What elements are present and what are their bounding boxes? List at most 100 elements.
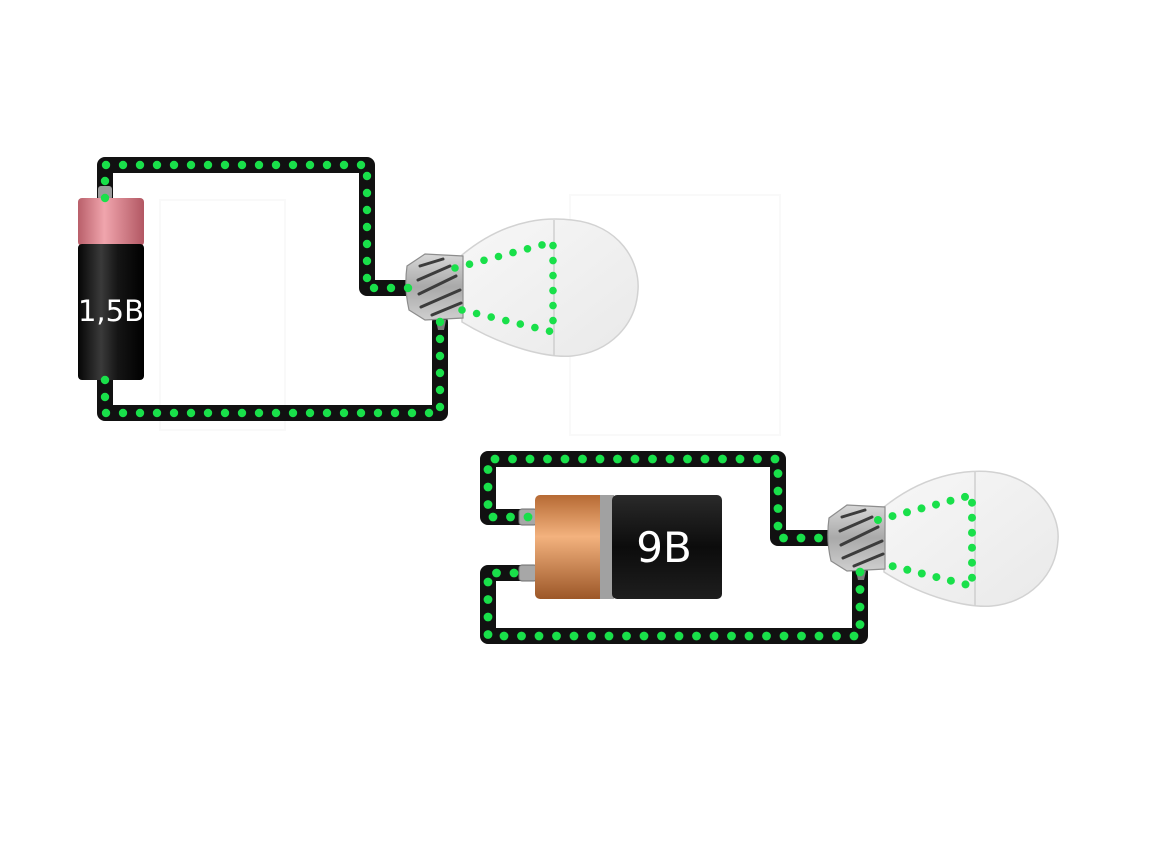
current-dot: [362, 188, 372, 198]
current-dot: [773, 486, 783, 496]
current-dot: [692, 631, 701, 641]
current-dot: [509, 248, 517, 257]
current-dot: [483, 482, 493, 492]
current-dot: [946, 496, 955, 505]
current-dot: [118, 160, 128, 170]
current-dot: [968, 558, 976, 567]
current-dot: [549, 316, 557, 325]
current-dot: [549, 286, 557, 295]
current-dot: [339, 160, 349, 170]
current-dot: [435, 351, 445, 361]
current-dot: [362, 171, 372, 181]
current-dot: [288, 408, 298, 418]
current-dot: [874, 516, 882, 524]
current-dot: [770, 454, 780, 464]
current-dot: [305, 160, 315, 170]
current-dot: [968, 573, 976, 582]
current-dot: [483, 577, 493, 587]
current-dot: [435, 402, 445, 412]
current-dot: [888, 512, 897, 521]
current-dot: [100, 392, 110, 402]
current-dot: [101, 408, 111, 418]
current-dot: [832, 631, 841, 641]
current-dot: [509, 568, 519, 578]
current-dot: [435, 334, 445, 344]
current-dot: [305, 408, 315, 418]
current-dot: [373, 408, 383, 418]
current-dot: [855, 602, 865, 612]
current-dot: [595, 454, 605, 464]
current-dot: [494, 252, 503, 261]
current-dot: [403, 283, 413, 293]
current-dot: [657, 631, 666, 641]
current-dot: [237, 160, 247, 170]
current-dot: [488, 512, 498, 522]
current-dot: [538, 241, 546, 249]
current-dot: [665, 454, 675, 464]
battery-label-2: 9В: [636, 523, 692, 572]
current-dot: [480, 256, 488, 265]
current-dot: [339, 408, 349, 418]
current-dot: [169, 160, 179, 170]
current-dot: [578, 454, 587, 464]
current-dot: [362, 239, 372, 249]
current-dot: [356, 408, 366, 418]
current-dot: [101, 160, 111, 170]
current-dot: [487, 313, 496, 321]
current-dot: [727, 631, 736, 641]
current-dot: [855, 567, 865, 577]
current-dot: [499, 631, 509, 641]
current-dot: [492, 568, 501, 578]
current-dot: [549, 256, 557, 265]
current-dot: [814, 631, 824, 641]
current-dot: [797, 631, 806, 641]
current-dot: [773, 504, 783, 513]
circuit-2: 9В: [480, 451, 1059, 644]
current-dot: [516, 320, 525, 328]
current-dot: [968, 513, 976, 522]
current-dot: [386, 283, 396, 293]
current-dot: [356, 160, 366, 170]
current-dot: [545, 327, 554, 336]
current-dot: [932, 573, 941, 582]
current-dots-2: [483, 454, 976, 641]
current-dot: [849, 631, 859, 641]
current-dot: [322, 160, 332, 170]
current-dot: [508, 454, 517, 464]
current-dot: [465, 260, 474, 269]
current-dot: [203, 160, 213, 170]
current-dot: [549, 271, 557, 280]
current-dot: [903, 565, 912, 574]
current-dot: [773, 469, 783, 478]
current-dot: [700, 454, 710, 464]
current-dot: [779, 533, 788, 543]
current-dot: [186, 408, 196, 418]
current-dot: [622, 631, 631, 641]
current-dot: [888, 562, 897, 571]
current-dot: [683, 454, 692, 464]
current-dot: [502, 316, 510, 325]
battery-label-1: 1,5В: [78, 294, 144, 328]
current-dot: [917, 569, 926, 578]
current-dot: [718, 454, 727, 464]
current-dot: [735, 454, 745, 464]
current-dot: [435, 317, 445, 327]
current-dot: [709, 631, 719, 641]
current-dot: [435, 368, 445, 378]
current-dot: [483, 595, 493, 604]
current-dot: [855, 620, 865, 629]
current-dot: [254, 408, 264, 418]
current-dot: [744, 631, 754, 641]
current-dots-1: [100, 160, 557, 418]
current-dot: [288, 160, 298, 170]
current-dot: [135, 160, 145, 170]
current-dot: [100, 375, 110, 385]
current-dot: [271, 160, 281, 170]
current-dot: [472, 309, 481, 318]
current-dot: [203, 408, 213, 418]
current-dot: [100, 193, 110, 203]
current-dot: [483, 630, 493, 639]
current-dot: [483, 500, 493, 509]
current-dot: [569, 631, 579, 641]
